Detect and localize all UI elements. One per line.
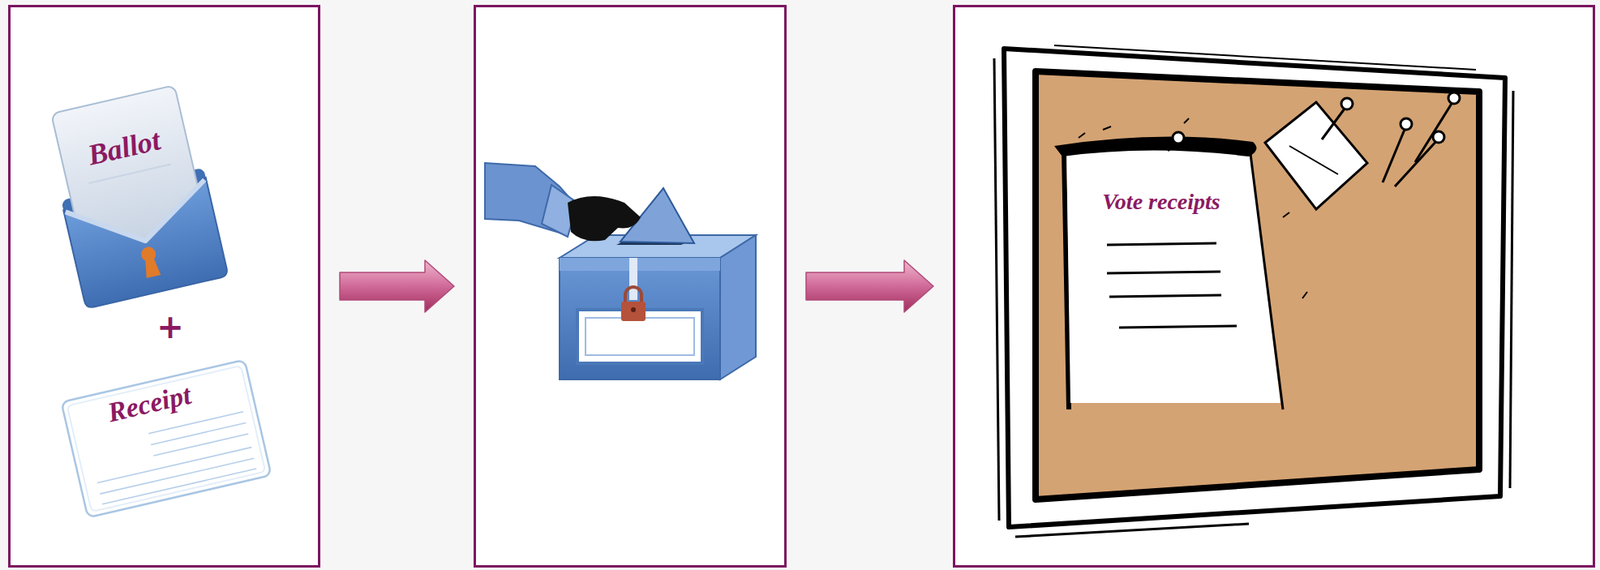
plus-sign: + (156, 310, 185, 344)
flow-arrow (339, 260, 455, 313)
node-text: Ballot (84, 124, 164, 174)
receipt-card: Receipt (97, 374, 201, 434)
step-panel: Vote receipts (952, 4, 1596, 568)
step-panel: BallotReceipt (8, 4, 321, 568)
ballot-paper: Ballot (77, 119, 171, 178)
node-text: Vote receipts (1102, 188, 1220, 215)
voting-hand (484, 163, 695, 244)
step-panel (473, 4, 787, 568)
node-text: Receipt (104, 378, 194, 429)
ballot-box (559, 235, 756, 380)
receipt-sheet: Vote receipts (1095, 185, 1227, 219)
ballot-envelope (41, 82, 228, 309)
corkboard (994, 45, 1514, 537)
flow-arrow (806, 260, 934, 313)
receipt-card-art (61, 360, 272, 518)
